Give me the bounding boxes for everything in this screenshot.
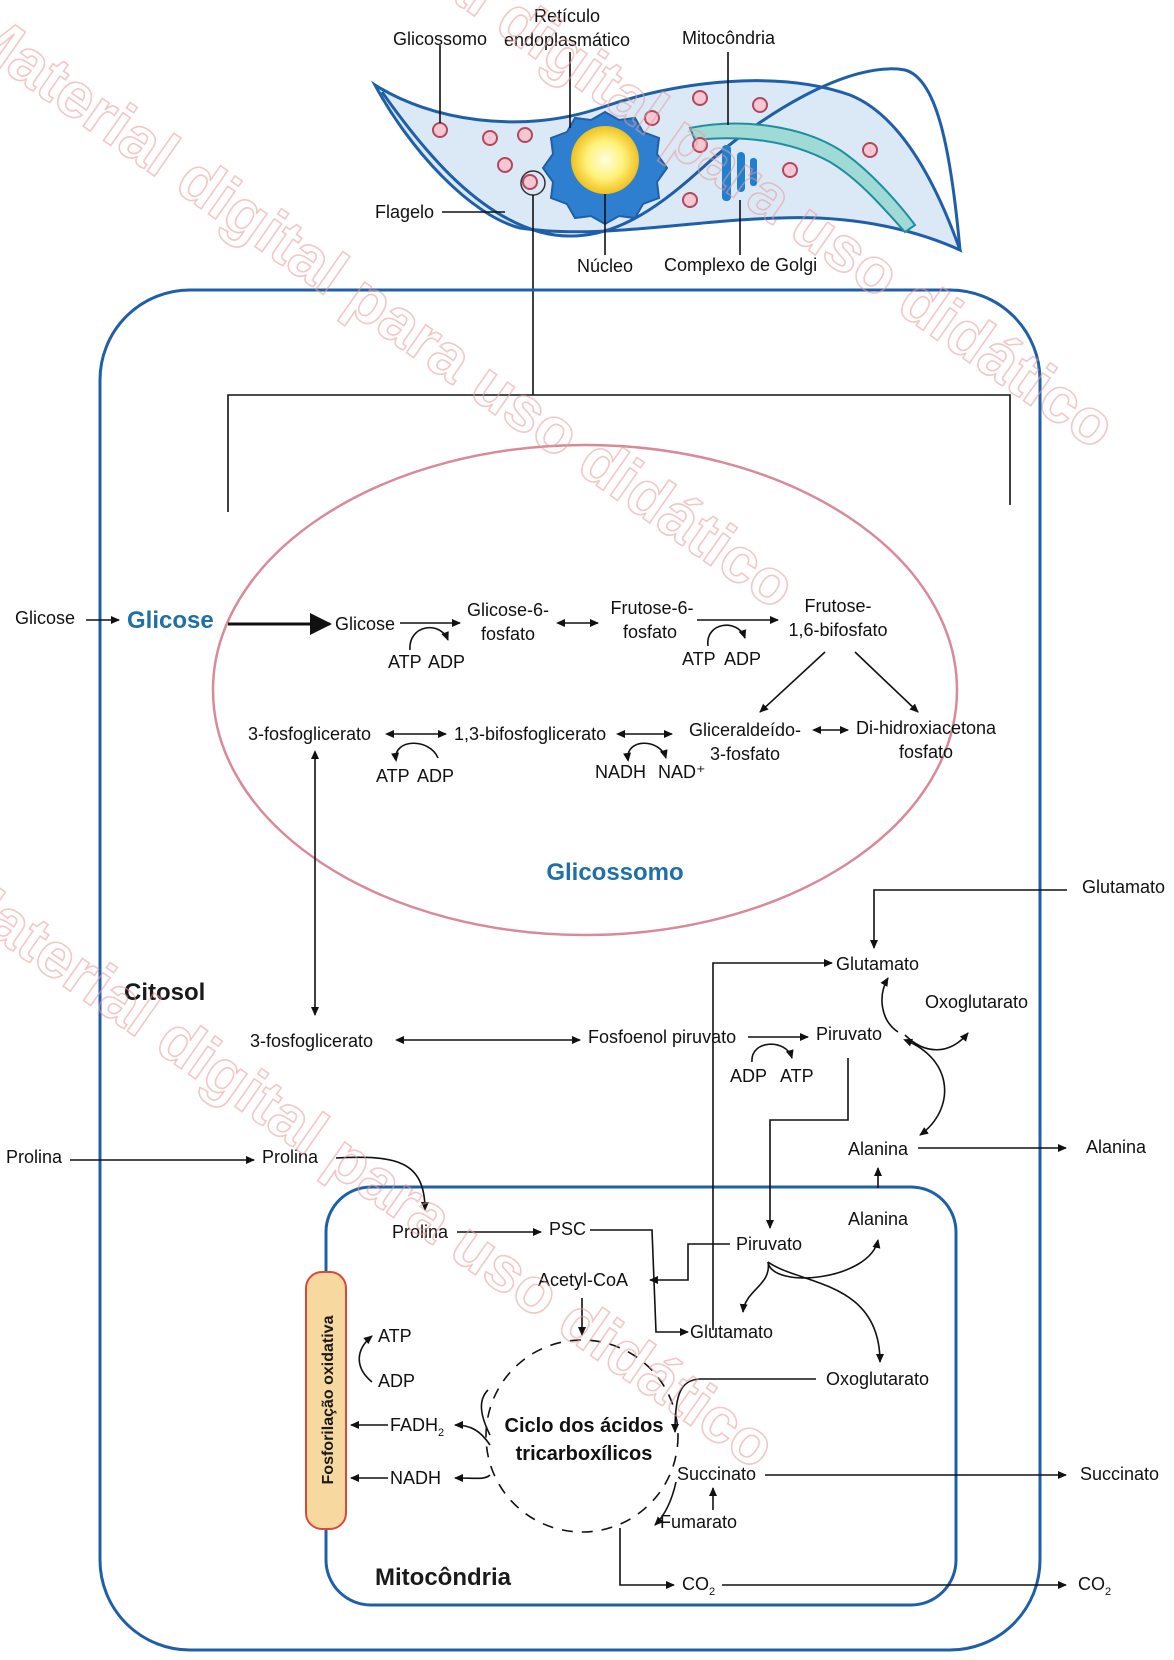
nadh-glycosome: NADH bbox=[595, 762, 646, 782]
pg3-glycosome: 3-fosfoglicerato bbox=[248, 724, 371, 744]
mitochondrion-strand bbox=[688, 122, 917, 234]
alanina-cytosol: Alanina bbox=[848, 1139, 909, 1159]
golgi-complex bbox=[722, 145, 757, 201]
cytosol-pathway: Citosol 3-fosfoglicerato Fosfoenol piruv… bbox=[6, 750, 1165, 1330]
prolina-cytosol: Prolina bbox=[262, 1147, 319, 1167]
oxphos-label: Fosforilação oxidativa bbox=[320, 1315, 337, 1484]
flagellum bbox=[380, 67, 962, 251]
pep: Fosfoenol piruvato bbox=[588, 1027, 736, 1047]
glycosome-title: Glicossomo bbox=[546, 859, 683, 886]
psc: PSC bbox=[549, 1219, 586, 1239]
co2-external: CO2 bbox=[1078, 1574, 1111, 1598]
parasite-label-nucleo: Núcleo bbox=[577, 256, 633, 276]
f6p-line2: fosfato bbox=[623, 622, 677, 642]
adp-mito: ADP bbox=[378, 1371, 415, 1391]
mitochondrion-pathway: Mitocôndria Prolina PSC Acetyl-CoA Piruv… bbox=[350, 1167, 1159, 1598]
parasite-label-flagelo: Flagelo bbox=[375, 202, 434, 222]
oxidative-phosphorylation-bar: Fosforilação oxidativa bbox=[305, 1271, 347, 1530]
dhap-line1: Di-hidroxiacetona bbox=[856, 718, 997, 738]
f6p-line1: Frutose-6- bbox=[610, 598, 693, 618]
tca-cycle-ring bbox=[485, 1339, 679, 1533]
piruvato-cytosol: Piruvato bbox=[816, 1024, 882, 1044]
co2-mito: CO2 bbox=[682, 1574, 715, 1598]
prolina-mito: Prolina bbox=[392, 1222, 449, 1242]
parasite-label-mitocondria: Mitocôndria bbox=[682, 28, 776, 48]
f16bp-line2: 1,6-bifosfato bbox=[788, 620, 887, 640]
glicose-glycosome: Glicose bbox=[335, 614, 395, 634]
oxoglutarato-cytosol: Oxoglutarato bbox=[925, 992, 1028, 1012]
g3p-line2: 3-fosfato bbox=[710, 744, 780, 764]
glutamato-external: Glutamato bbox=[1082, 877, 1165, 897]
succinato-mito: Succinato bbox=[677, 1464, 756, 1484]
oxoglutarato-mito: Oxoglutarato bbox=[826, 1369, 929, 1389]
atp-3: ATP bbox=[376, 766, 410, 786]
glycosome-vesicles bbox=[432, 90, 878, 208]
glutamato-mito: Glutamato bbox=[690, 1322, 773, 1342]
fumarato-mito: Fumarato bbox=[660, 1512, 737, 1532]
zoom-connector bbox=[227, 195, 1011, 512]
fadh2: FADH2 bbox=[390, 1415, 444, 1439]
glycolysis-pathway: Glicose Glicose Glicose ATP ADP Glicose-… bbox=[15, 596, 997, 886]
parasite-label-reticulo-1: Retículo bbox=[534, 6, 600, 26]
glicose-external: Glicose bbox=[15, 608, 75, 628]
adp-3: ADP bbox=[417, 766, 454, 786]
succinato-external: Succinato bbox=[1080, 1464, 1159, 1484]
adp-cytosol: ADP bbox=[730, 1066, 767, 1086]
bpg: 1,3-bifosfoglicerato bbox=[454, 724, 606, 744]
glutamato-cytosol: Glutamato bbox=[836, 954, 919, 974]
atp-mito: ATP bbox=[378, 1326, 412, 1346]
dhap-line2: fosfato bbox=[899, 742, 953, 762]
glycosome-ellipse bbox=[211, 443, 959, 937]
nad-glycosome: NAD⁺ bbox=[658, 762, 706, 782]
alanina-external: Alanina bbox=[1086, 1137, 1147, 1157]
atp-2: ATP bbox=[682, 649, 716, 669]
cell-outline bbox=[98, 288, 1042, 1652]
prolina-external: Prolina bbox=[6, 1147, 63, 1167]
acetyl-coa: Acetyl-CoA bbox=[538, 1270, 628, 1290]
g6p-line1: Glicose-6- bbox=[467, 600, 549, 620]
atp-cytosol: ATP bbox=[780, 1066, 814, 1086]
nucleus bbox=[571, 126, 639, 194]
watermark-text-b: Material digital para uso didático bbox=[272, 0, 1129, 463]
tca-label-1: Ciclo dos ácidos bbox=[505, 1415, 664, 1437]
parasite-illustration: Glicossomo Retículo endoplasmático Mitoc… bbox=[370, 6, 963, 276]
pg3-cytosol: 3-fosfoglicerato bbox=[250, 1031, 373, 1051]
g6p-line2: fosfato bbox=[481, 624, 535, 644]
mitochondrion-title: Mitocôndria bbox=[375, 1564, 512, 1591]
nadh-mito: NADH bbox=[390, 1468, 441, 1488]
parasite-label-glicossomo: Glicossomo bbox=[393, 29, 487, 49]
atp-1: ATP bbox=[388, 652, 422, 672]
g3p-line1: Gliceraldeído- bbox=[689, 720, 801, 740]
tca-label-2: tricarboxílicos bbox=[516, 1443, 653, 1465]
glicose-cytosol: Glicose bbox=[127, 607, 214, 634]
alanina-mito: Alanina bbox=[848, 1209, 909, 1229]
adp-2: ADP bbox=[724, 649, 761, 669]
adp-1: ADP bbox=[428, 652, 465, 672]
f16bp-line1: Frutose- bbox=[804, 596, 871, 616]
parasite-label-reticulo-2: endoplasmático bbox=[504, 30, 630, 50]
cytosol-title: Citosol bbox=[124, 979, 205, 1006]
parasite-label-golgi: Complexo de Golgi bbox=[664, 255, 817, 275]
piruvato-mito: Piruvato bbox=[736, 1234, 802, 1254]
